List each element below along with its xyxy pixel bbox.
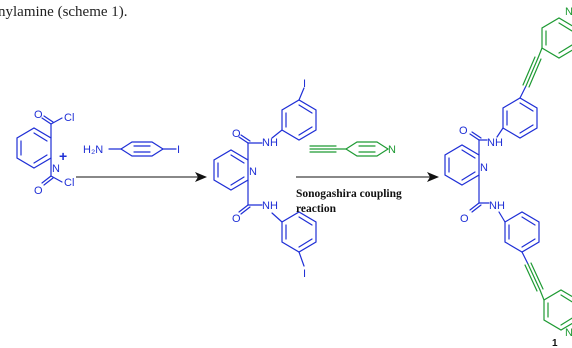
compound-number: 1 — [552, 338, 558, 348]
atom-label: O — [34, 185, 43, 197]
atom-label: N — [565, 327, 572, 339]
atom-label: H₂N — [83, 144, 103, 156]
atom-label: O — [459, 125, 468, 137]
atom-label: I — [303, 78, 306, 90]
atom-label: O — [232, 213, 241, 225]
atom-label: O — [232, 128, 241, 140]
atom-label: N — [249, 166, 257, 178]
atom-label: N — [565, 6, 572, 18]
iodoaniline: H₂N I — [83, 141, 180, 157]
plus-sign: + — [59, 148, 67, 164]
atom-label: NH — [487, 137, 503, 149]
atom-label: N — [52, 163, 60, 175]
atom-label: I — [303, 268, 306, 280]
atom-label: NH — [262, 137, 278, 149]
product-compound-1: N O NH N O NH — [444, 6, 572, 348]
reaction-condition-line-1: Sonogashira coupling — [296, 188, 402, 200]
ethynylpyridine-reagent: N — [309, 141, 396, 157]
atom-label: O — [460, 213, 469, 225]
reaction-condition-line-2: reaction — [296, 203, 337, 215]
atom-label: N — [388, 144, 396, 156]
atom-label: I — [177, 144, 180, 156]
atom-label: O — [34, 109, 43, 121]
diiodo-dicarboxamide: N O NH I O NH I — [213, 78, 317, 280]
pyridine-dicarbonyl-dichloride: O Cl N O Cl — [16, 109, 74, 197]
atom-label: Cl — [64, 112, 74, 124]
caption-fragment: nylamine (scheme 1). — [0, 4, 128, 20]
atom-label: NH — [262, 200, 278, 212]
atom-label: N — [480, 162, 488, 174]
atom-label: Cl — [64, 177, 74, 189]
atom-label: NH — [489, 200, 505, 212]
